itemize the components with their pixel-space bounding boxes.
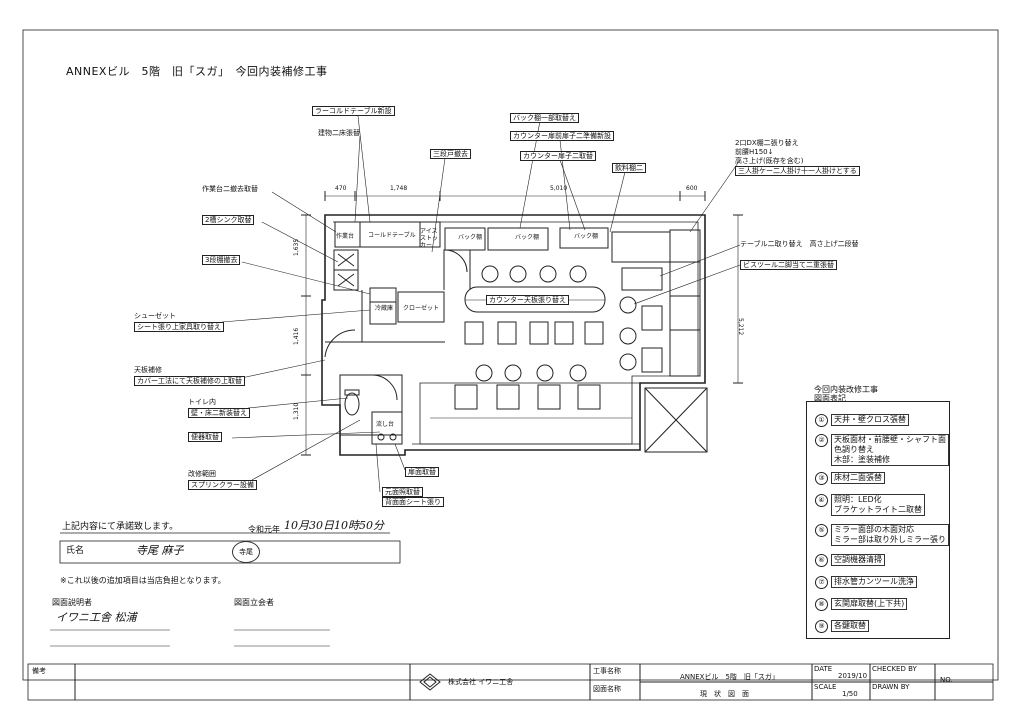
label-sprinkler-2: スプリンクラー設備 <box>188 480 257 491</box>
label-toilet-2: 壁・床二新装替え <box>188 408 250 419</box>
room-back-shelf-1: バック棚 <box>458 234 483 241</box>
tb-company: 株式会社 イワニ工舎 <box>448 678 514 686</box>
explainer-hand: イワニ工舎 松浦 <box>56 611 137 624</box>
closet <box>397 291 445 323</box>
label-closet-1: シューゼット <box>134 312 176 320</box>
label-counter-top: カウンター天板張り替え <box>486 295 569 306</box>
label-back-shelf: バック棚一部取替え <box>510 113 579 124</box>
toilet-room <box>339 374 403 436</box>
room-cold-table: コールドテーブル <box>368 232 416 239</box>
approval-line: 上記内容にて承諾致します。 <box>62 522 179 532</box>
label-toilet-1: トイレ内 <box>188 398 216 406</box>
label-sofa-4: 三人掛ケー二人掛け十一人掛けとする <box>735 166 860 177</box>
approval-date-prefix: 令和元年 <box>248 525 280 534</box>
tb-drawn-label: DRAWN BY <box>872 683 910 691</box>
ice-stocker <box>419 221 441 248</box>
dim-top-4: 600 <box>686 185 698 192</box>
tb-date-label: DATE <box>814 665 833 673</box>
tb-scale: 1/50 <box>842 690 858 698</box>
fridge <box>369 287 397 303</box>
room-fridge: 冷蔵庫 <box>375 305 394 312</box>
room-back-shelf-2: バック棚 <box>515 234 540 241</box>
tb-remarks-label: 備考 <box>32 667 46 675</box>
dim-right-1: 5,212 <box>737 318 744 336</box>
explainer-label: 図面説明者 <box>52 598 92 607</box>
label-sofa-3: 高さ上げ(既存を含む) <box>735 157 804 165</box>
label-counter-front: カウンター扉前扉子二準備新設 <box>510 131 614 142</box>
approval-name-label: 氏名 <box>66 546 85 556</box>
tb-checked-label: CHECKED BY <box>872 665 917 673</box>
dim-left-1: 1,635 <box>293 238 300 256</box>
tb-scale-label: SCALE <box>814 683 837 691</box>
label-door-face: 扉面取替 <box>405 467 439 478</box>
tb-drawing: 現 状 図 面 <box>700 690 749 698</box>
dim-top-2: 1,748 <box>390 185 408 192</box>
label-closet-2: シート張り上家具取り替え <box>134 322 224 333</box>
seal-stamp: 寺尾 <box>232 541 260 563</box>
room-closet: クローゼット <box>403 305 440 312</box>
label-wash-2: 背面面シート張り <box>382 497 444 508</box>
dim-left-3: 1,310 <box>293 402 300 420</box>
tb-drawing-label: 図面名称 <box>593 685 621 693</box>
back-shelf-2 <box>487 227 549 251</box>
label-shelf: 3段棚撤去 <box>202 255 241 266</box>
label-sofa-2: 前腰H150↓ <box>735 148 774 156</box>
tb-project: ANNEXビル 5階 旧「スガ」 <box>680 673 779 681</box>
room-back-shelf-3: バック棚 <box>574 233 599 240</box>
tb-no-label: NO. <box>940 676 953 684</box>
notes-header-1: 今回内装改修工事 <box>814 385 878 394</box>
label-counter-door: カウンター扉子二取替 <box>520 151 596 162</box>
approval-note: ※これ以後の追加項目は当店負担となります。 <box>60 576 226 585</box>
right-tables <box>611 229 701 377</box>
room-wash: 流し台 <box>376 421 395 428</box>
notes-header-2: 図面表記 <box>814 394 846 403</box>
label-table: テーブル二取り替え 高さ上げ二段替 <box>740 240 859 248</box>
dim-top-1: 470 <box>335 185 347 192</box>
dim-top-3: 5,010 <box>550 185 568 192</box>
dim-left-2: 1,416 <box>293 327 300 345</box>
label-sink: 2槽シンク取替 <box>202 215 255 226</box>
toilet-bowl <box>344 392 360 416</box>
label-cold-table: ラーコルドテーブル新設 <box>312 106 395 117</box>
counter <box>464 286 606 313</box>
sheet-border <box>22 29 999 681</box>
lower-tables <box>454 384 601 410</box>
label-workbench: 作業台二撤去取替 <box>202 185 258 193</box>
drawing-title: ANNEXビル 5階 旧「スガ」 今回内装補修工事 <box>66 65 328 78</box>
tb-project-label: 工事名称 <box>593 667 621 675</box>
counter-chairs <box>464 321 604 345</box>
room-ice-stocker: アイス ストッカー <box>420 228 439 249</box>
bar-stools <box>475 265 637 382</box>
room-workbench: 作業台 <box>336 233 355 240</box>
label-door: 三段戸撤去 <box>430 149 471 160</box>
label-top-2: カバー工法にて天板補修の上取替 <box>134 376 245 387</box>
label-stool: ビスツール二脚当て二重張替 <box>740 260 837 271</box>
approval-name-hand: 寺尾 麻子 <box>136 544 184 557</box>
approval-date-hand: 10月30日10時50分 <box>284 519 384 532</box>
label-wash-1: 元面照取替 <box>382 487 423 498</box>
label-sofa-1: 2口DX棚二張り替え <box>735 139 799 147</box>
label-drink-shelf: 飲料棚二 <box>612 163 646 174</box>
label-floor: 建物二床張替 <box>318 129 360 137</box>
label-top-1: 天板補修 <box>134 366 162 374</box>
building-outline <box>321 214 706 456</box>
void-area <box>644 387 708 453</box>
label-sprinkler-1: 改修範囲 <box>188 470 216 478</box>
tb-date: 2019/10 <box>838 672 868 680</box>
witness-label: 図面立会者 <box>234 598 274 607</box>
label-toilet-bowl: 便器取替 <box>188 432 222 443</box>
